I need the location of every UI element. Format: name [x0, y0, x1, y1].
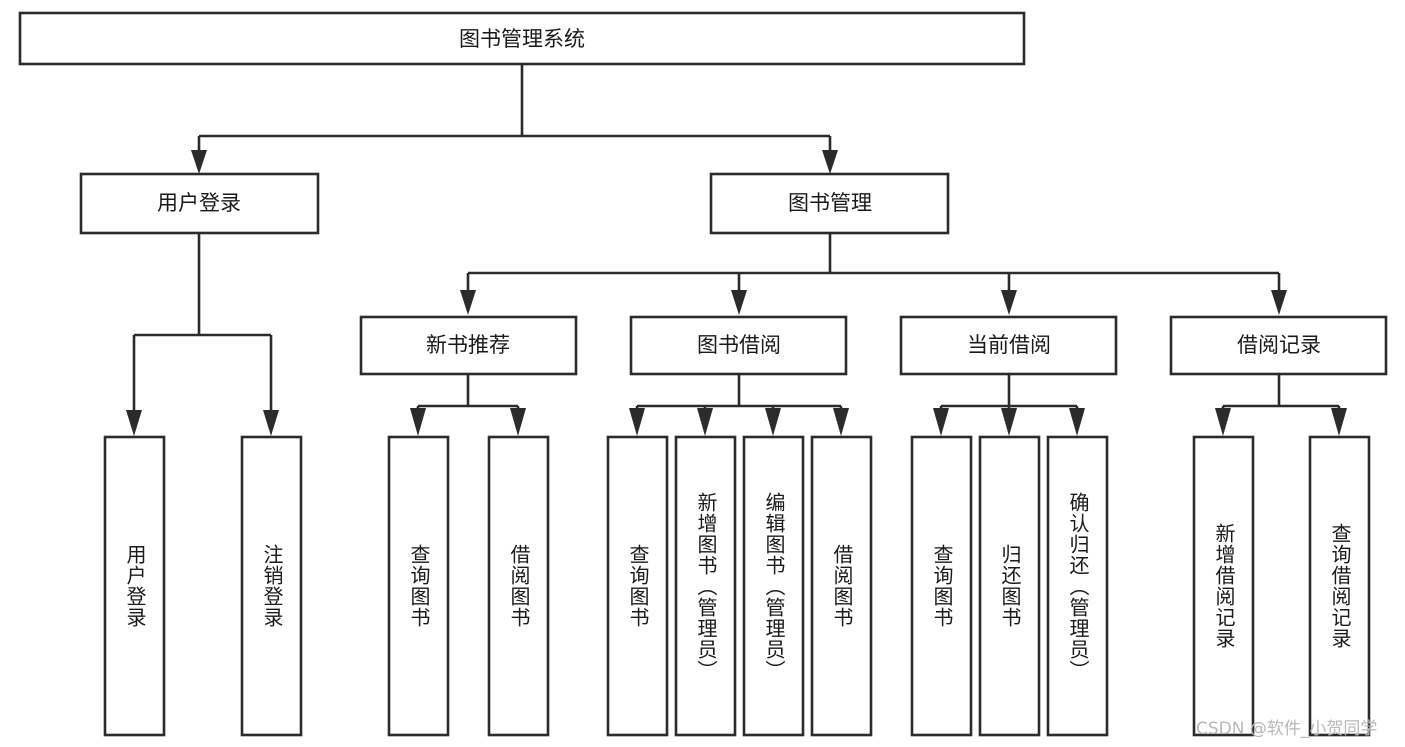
node-root-label: 图书管理系统	[459, 27, 585, 51]
leaf-box-newbook-query[interactable]	[387, 435, 450, 737]
leaf-box-bb-edit[interactable]	[742, 435, 805, 737]
leaf-label-bb-query: 查询图书	[626, 544, 650, 628]
arrowhead-to-book-manage	[822, 150, 838, 174]
leaf-label-wrap-bb-borrow: 借阅图书	[812, 437, 871, 735]
node-new-book-recommend[interactable]	[359, 315, 578, 376]
node-current-borrow[interactable]	[899, 315, 1118, 376]
leaf-label-cb-query: 查询图书	[930, 544, 954, 628]
leaf-label-logout: 注销登录	[260, 544, 284, 628]
arrowhead-leaf-user-login	[126, 410, 142, 436]
arrowhead-to-current-borrow	[1001, 290, 1017, 315]
leaf-label-user-login: 用户登录	[123, 544, 147, 628]
arrowhead-leaf-bb-add	[697, 408, 713, 436]
arrowhead-to-borrow-records	[1271, 290, 1287, 315]
connector-newbook-to-leaves	[416, 374, 520, 412]
arrowhead-leaf-newbook-borrow	[510, 408, 526, 436]
arrowhead-leaf-bb-query	[629, 408, 645, 436]
leaf-label-wrap-br-add: 新增借阅记录	[1194, 437, 1253, 735]
connector-layer	[126, 64, 1347, 436]
arrowhead-to-user-login	[191, 150, 207, 174]
leaf-label-cb-return: 归还图书	[998, 544, 1022, 628]
connector-currentborrow-to-leaves	[939, 374, 1079, 412]
leaf-label-newbook-borrow: 借阅图书	[507, 544, 531, 628]
arrowhead-leaf-br-add	[1215, 408, 1231, 436]
leaf-box-cb-confirm[interactable]	[1046, 435, 1109, 737]
connector-root-to-level2	[197, 64, 832, 160]
leaf-label-wrap-br-query: 查询借阅记录	[1310, 437, 1369, 735]
leaf-label-bb-add: 新增图书（管理员）	[694, 491, 718, 681]
leaf-box-bb-add[interactable]	[674, 435, 737, 737]
node-user-login-label: 用户登录	[157, 191, 241, 215]
leaf-box-newbook-borrow[interactable]	[487, 435, 550, 737]
leaf-label-wrap-user-login: 用户登录	[105, 437, 164, 735]
leaf-label-wrap-cb-query: 查询图书	[912, 437, 971, 735]
leaf-box-br-query[interactable]	[1308, 435, 1371, 737]
arrowhead-leaf-br-query	[1331, 408, 1347, 436]
node-borrow-records-label: 借阅记录	[1237, 333, 1321, 357]
node-borrow-records[interactable]	[1169, 315, 1388, 376]
leaf-label-br-add: 新增借阅记录	[1212, 523, 1236, 649]
node-current-borrow-label: 当前借阅	[967, 333, 1051, 357]
leaf-label-wrap-bb-edit: 编辑图书（管理员）	[744, 437, 803, 735]
leaf-label-cb-confirm: 确认归还（管理员）	[1066, 491, 1090, 681]
arrowhead-to-new-book	[460, 290, 476, 315]
connector-bookborrow-to-leaves	[635, 374, 843, 412]
leaf-box-user-login[interactable]	[103, 435, 166, 737]
leaf-label-br-query: 查询借阅记录	[1328, 523, 1352, 649]
node-layer: 图书管理系统 用户登录 图书管理 新书推荐 图书借阅 当前借阅 借阅记录	[18, 11, 1388, 737]
node-book-management[interactable]	[709, 172, 950, 235]
arrowhead-leaf-newbook-query	[410, 408, 426, 436]
arrowhead-leaf-bb-edit	[765, 408, 781, 436]
leaf-label-wrap-cb-return: 归还图书	[980, 437, 1039, 735]
leaf-label-wrap-bb-query: 查询图书	[608, 437, 667, 735]
leaf-box-cb-return[interactable]	[978, 435, 1041, 737]
connector-borrowrecords-to-leaves	[1221, 374, 1341, 412]
leaf-label-wrap-cb-confirm: 确认归还（管理员）	[1048, 437, 1107, 735]
leaf-label-wrap-newbook-query: 查询图书	[389, 437, 448, 735]
arrowhead-to-book-borrow	[731, 290, 747, 315]
arrowhead-leaf-cb-return	[1001, 408, 1017, 436]
node-book-management-label: 图书管理	[788, 191, 872, 215]
node-book-borrow-label: 图书借阅	[697, 333, 781, 357]
leaf-box-cb-query[interactable]	[910, 435, 973, 737]
leaf-box-bb-query[interactable]	[606, 435, 669, 737]
leaf-label-wrap-newbook-borrow: 借阅图书	[489, 437, 548, 735]
leaf-box-br-add[interactable]	[1192, 435, 1255, 737]
connector-bookmanage-to-level3	[466, 233, 1281, 292]
leaf-box-bb-borrow[interactable]	[810, 435, 873, 737]
arrowhead-leaf-cb-confirm	[1069, 408, 1085, 436]
connector-userlogin-to-leaves	[132, 233, 273, 410]
node-book-borrow[interactable]	[629, 315, 848, 376]
leaf-label-wrap-bb-add: 新增图书（管理员）	[676, 437, 735, 735]
leaf-label-wrap-logout: 注销登录	[242, 437, 301, 735]
leaf-label-newbook-query: 查询图书	[407, 544, 431, 628]
node-user-login[interactable]	[79, 172, 320, 235]
leaf-box-logout[interactable]	[240, 435, 303, 737]
leaf-label-bb-borrow: 借阅图书	[830, 544, 854, 628]
arrowhead-leaf-bb-borrow	[833, 408, 849, 436]
arrowhead-leaf-cb-query	[933, 408, 949, 436]
leaf-label-bb-edit: 编辑图书（管理员）	[762, 491, 786, 681]
arrowhead-leaf-logout	[263, 410, 279, 436]
node-new-book-recommend-label: 新书推荐	[426, 333, 510, 357]
node-root-book-management-system[interactable]	[18, 11, 1026, 66]
